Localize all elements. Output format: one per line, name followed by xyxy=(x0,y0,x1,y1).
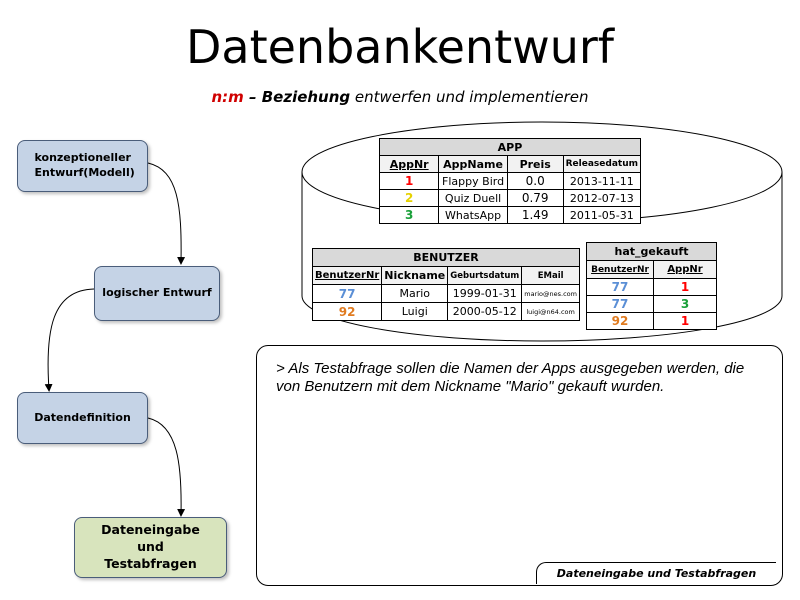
app-col-appname: AppName xyxy=(438,155,508,173)
step-definition-label: Datendefinition xyxy=(34,410,131,424)
benutzer-table: BENUTZER BenutzerNr Nickname Geburtsdatu… xyxy=(311,248,580,321)
app-col-preis: Preis xyxy=(506,155,564,173)
benutzer-row2-mail: luigi@n64.com xyxy=(521,302,580,321)
app-row3-name: WhatsApp xyxy=(438,206,508,224)
page-title: Datenbankentwurf xyxy=(185,20,614,74)
benutzer-row2-date: 2000-05-12 xyxy=(447,302,523,321)
page-subtitle: n:m – Beziehung entwerfen und implementi… xyxy=(0,88,800,106)
task-text: > Als Testabfrage sollen die Namen der A… xyxy=(276,360,745,395)
app-row2-price: 0.79 xyxy=(506,189,564,207)
benutzer-row1-nick: Mario xyxy=(381,284,449,303)
app-row1-nr: 1 xyxy=(378,172,440,190)
benutzer-row1-nr: 77 xyxy=(311,284,383,303)
app-row2-date: 2012-07-13 xyxy=(562,189,642,207)
benutzer-col-geburtsdatum: Geburtsdatum xyxy=(447,266,523,285)
step-conceptual-design: konzeptioneller Entwurf(Modell) xyxy=(17,140,148,192)
hat-gekauft-row3-a: 1 xyxy=(653,312,717,330)
step-data-entry: Dateneingabe und Testabfragen xyxy=(74,517,227,578)
hat-gekauft-col-benutzernr: BenutzerNr xyxy=(586,260,654,279)
hat-gekauft-col-appnr: AppNr xyxy=(653,260,717,279)
app-table: APP AppNr AppName Preis Releasedatum 1 F… xyxy=(378,138,642,224)
hat-gekauft-row2-a: 3 xyxy=(653,295,717,313)
step-logical-label: logischer Entwurf xyxy=(102,286,212,300)
benutzer-col-email: EMail xyxy=(521,266,580,285)
app-row1-date: 2013-11-11 xyxy=(562,172,642,190)
app-row1-name: Flappy Bird xyxy=(438,172,508,190)
app-col-releasedatum: Releasedatum xyxy=(562,155,642,173)
app-row3-date: 2011-05-31 xyxy=(562,206,642,224)
hat-gekauft-caption: hat_gekauft xyxy=(586,242,717,261)
hat-gekauft-row3-b: 92 xyxy=(586,312,654,330)
hat-gekauft-row1-b: 77 xyxy=(586,278,654,296)
app-row3-price: 1.49 xyxy=(506,206,564,224)
step-entry-label: Dateneingabe und Testabfragen xyxy=(101,522,200,571)
arrow-step2-step3 xyxy=(44,288,95,392)
benutzer-row1-date: 1999-01-31 xyxy=(447,284,523,303)
app-row2-nr: 2 xyxy=(378,189,440,207)
subtitle-rest: entwerfen und implementieren xyxy=(350,88,589,106)
app-row1-price: 0.0 xyxy=(506,172,564,190)
hat-gekauft-row2-b: 77 xyxy=(586,295,654,313)
benutzer-table-caption: BENUTZER xyxy=(312,248,580,267)
benutzer-row2-nick: Luigi xyxy=(381,302,449,321)
task-box-footer: Dateneingabe und Testabfragen xyxy=(536,562,776,584)
step-conceptual-label: konzeptioneller Entwurf(Modell) xyxy=(34,151,135,179)
step-logical-design: logischer Entwurf xyxy=(94,266,220,321)
step-data-definition: Datendefinition xyxy=(17,392,148,444)
benutzer-col-nickname: Nickname xyxy=(381,266,449,285)
app-row3-nr: 3 xyxy=(378,206,440,224)
hat-gekauft-row1-a: 1 xyxy=(653,278,717,296)
benutzer-row2-nr: 92 xyxy=(311,302,383,321)
task-box xyxy=(256,345,783,586)
app-row2-name: Quiz Duell xyxy=(438,189,508,207)
subtitle-relation: n:m xyxy=(211,88,244,106)
hat-gekauft-table: hat_gekauft BenutzerNr AppNr 77 1 77 3 9… xyxy=(586,242,717,330)
benutzer-row1-mail: mario@nes.com xyxy=(521,284,580,303)
subtitle-beziehung: – Beziehung xyxy=(243,88,351,106)
arrow-step3-step4 xyxy=(147,417,186,517)
arrow-step1-step2 xyxy=(147,162,186,265)
app-table-caption: APP xyxy=(379,138,641,156)
app-col-appnr: AppNr xyxy=(378,155,440,173)
benutzer-col-nr: BenutzerNr xyxy=(311,266,383,285)
